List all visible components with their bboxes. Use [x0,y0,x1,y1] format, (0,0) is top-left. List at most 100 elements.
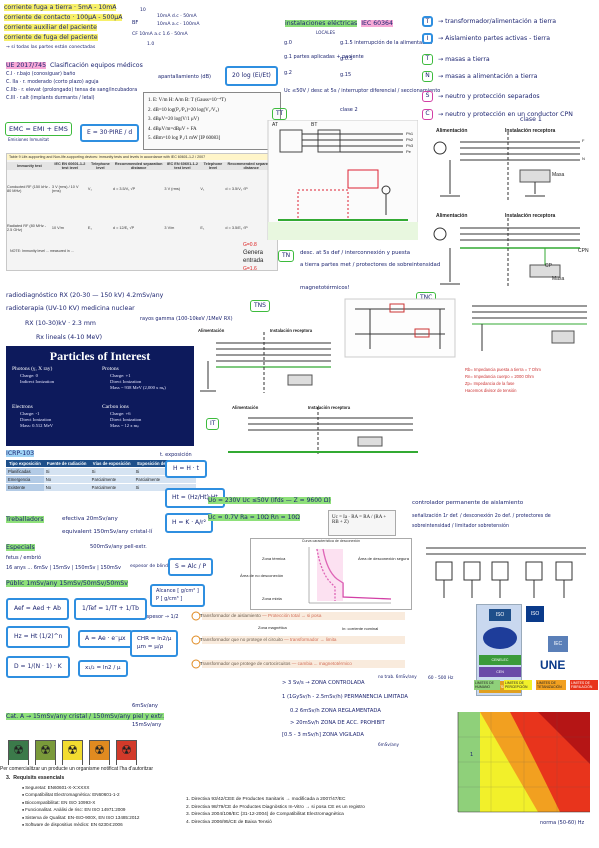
it-badge: IT [206,418,220,430]
uc-values: Uc = 0.7V Ra = 10Ω Rn = 10Ω [208,514,300,521]
half-value-note: CHR · espesor → 1/2 [128,614,179,620]
radiation-sign-yellow: ☢ [62,740,83,766]
receptora-label-1: Instalación receptora [505,128,556,134]
special-ages: 16 anys ... 6mSv | 15mSv | 150mSv | 150m… [6,565,121,571]
radiodiagnostic-line: radiodiagnóstico RX (20-30 — 150 kV) 4.2… [6,292,164,299]
dose-formula-1: H = H · t [165,460,207,478]
installations-title: instalaciones eléctricas IEC 60364 [285,20,393,27]
table-footnote: NOTE: Immunity level ... measured in ... [10,249,74,253]
zone-limited: 1 (1GySv/h - 2.5mSv/h) PERMANENCIA LIMIT… [282,694,408,700]
class-iib: C.IIb · r. elevat (prolongado) tensa de … [6,88,138,93]
shielding-formula: 20 log (Ei/Et) [225,66,278,86]
phase-pe: Pe [406,149,411,154]
zone-controlled: > 3 Sv/s → ZONA CONTROLADA [282,680,365,686]
current-effect-zones [457,712,590,813]
essential-requirements-list: Seguretat: EN60601-X-X:XXXX Compatibilit… [22,784,140,829]
units-formula-list: 1. E: V/m H: A/m B: T (Gauss=10⁻⁴T) 2. d… [143,92,281,150]
entrada-label: entrada [243,258,264,264]
list-item: Biocompatibilitat: EN ISO 10993-X [22,799,140,806]
tns-badge: TNS [250,300,270,312]
masa-label-2: Masa [552,276,565,282]
eu-stars-icon [483,627,517,649]
emc-formula: EMC = EMI + EMS [5,122,72,137]
tn-text-2: a tierra partes met / protectores de sob… [300,262,441,268]
class-i: C.I · r.bajo (conosiguar) baño [6,72,76,77]
note-patient-current: corriente de fuga del paciente [4,34,98,41]
shielding-label: apantallamiento (dB) [158,74,211,80]
magnetic-zone-label: Zona magnética [258,625,287,630]
table-row: Existente No Parcialmente Si [6,483,196,491]
radiotherapy-line: radioterapia (UV-10 KV) medicina nuclear [6,305,135,312]
safe-trip-area-label: Área de desconexión segura [358,556,409,561]
g-16: G=1.6 [243,266,257,272]
chart-title: Curva característica de desconexión [301,539,361,543]
list-item: Sistema de Qualitat: EN-ISO-900X, EN ISO… [22,814,139,821]
bf-suffix: 10 [140,8,146,13]
tt-system-diagram [267,120,418,240]
table-row: Radiated RF (80 MHz - 2.5 GHz) 10 V/m E₁… [7,224,248,232]
alimentacion-label-4: Alimentación [232,405,259,410]
radiation-sign-red: ☢ [116,740,137,766]
une-logo: UNE [540,658,566,672]
alimentacion-label-1: Alimentación [436,128,468,134]
cat-a-dose-2: 15mSv/any [132,722,162,728]
n-label-1: N [582,156,585,161]
uo-values: Uo = 230V Uc ≤50V (Ifds — Z = 9600 Ω) [208,497,331,504]
iso-badge: ISO [526,606,544,622]
group-g05: g.0.5 [340,56,353,62]
formula-4: 4. dBμV/m=dBμV + FA [148,126,197,132]
electrons-item: Electrons [12,404,33,410]
table-caption: Table 9 Life-supporting and Non-life-sup… [7,154,277,160]
bf-label: BF [132,20,139,26]
rb-note: Rb= Impedancia puesta a tierra = 7 Ohm [465,367,541,372]
controller-title: controlador permanente de aislamiento [412,500,524,506]
letter-i: I [422,33,433,44]
radiation-sign-orange: ☢ [89,740,110,766]
tn-text-1: desc. at 5s def / interconnexión y puest… [300,250,411,256]
cpn-label: CPN [578,248,589,254]
cat-a-dose-1: 6mSv/any [132,703,159,709]
photons-item: Photons (γ, X ray) [12,366,53,372]
cat-a-limit: Cat. A → 15mSv/any cristal / 150mSv/any … [6,713,164,720]
formula-1: 1. E: V/m H: A/m B: T (Gauss=10⁻⁴T) [148,98,226,103]
receptora-label-3: Instalación receptora [270,328,313,333]
formula-3: 3. dBμV=20 log(V/1 μV) [148,117,199,122]
region-one-label: 1 [470,752,474,758]
group-g0: g.0 [284,40,292,46]
locales-label: LOCALES [316,30,335,35]
s-meaning: → neutro y protección separados [438,93,540,100]
list-item: Funcionalitat. Anàlisi de risc: EN ISO 1… [22,806,140,813]
field-strength-formula: E = 30·PIRE / d [80,124,140,142]
uc-condition: Uc ≤50V / desc at 5s / interruptor difer… [284,88,441,94]
group-g1: g.1 partes aplicadas + paciente [284,54,364,60]
formula-5: 5. dBm=10 log P₁/1 mW [IP 60083] [148,136,221,141]
f-label-1: F [582,138,585,143]
chr-formula: CHR = ln2/μ μm = μ/ρ [130,630,179,657]
group-g15b: g.15 [340,72,352,78]
workers-label: Treballadors [6,516,44,523]
genera-label: Genera [243,250,264,256]
iso-logo: ISO [489,609,511,621]
masa-label-1: Masa [552,172,565,178]
exposure-time-label: t. exposición [160,452,192,458]
equivalent-dose: equivalent 150mSv/any cristal·lí [62,529,153,535]
controller-text-1: señalización 1r def. / desconexión 2o de… [412,514,551,519]
zp-note: Zp= Impedancia de la fase [465,381,515,386]
zone-supervised: [0.5 - 3 mSv/h] ZONA VIGILADA [282,732,364,738]
tripping-curve-chart: Curva característica de desconexión [250,538,412,610]
limit-perception: LIMITES DE PERCEPCIÓN [504,680,532,690]
note-parts-connected: → sí todas las partes están conectadas [6,45,96,50]
tn-badge: TN [278,250,295,262]
iec-badge: IEC [548,636,568,652]
table-row: Planificadas Si Si Si [6,467,196,476]
list-item: 4. Directiva 2006/95/CE de Baixa Tensió [186,820,272,826]
group-g15: g.1.5 interrupción de la alimentación [340,40,433,46]
immunity-table: Immunity test IEC EN 60601-1-2 test leve… [7,162,277,248]
phase-3: Ph3 [406,143,414,148]
alimentacion-label-3: Alimentación [198,328,225,333]
g-08: G=0.8 [243,242,257,248]
trefoil-icon: ☢ [40,743,51,757]
tnc-wiring-diagram [472,305,587,351]
list-item: 3. Directiva 2004/108/EC (31-12-2004) de… [186,812,344,818]
bf-value-1: 10mA d.c · 50mA [157,14,197,19]
